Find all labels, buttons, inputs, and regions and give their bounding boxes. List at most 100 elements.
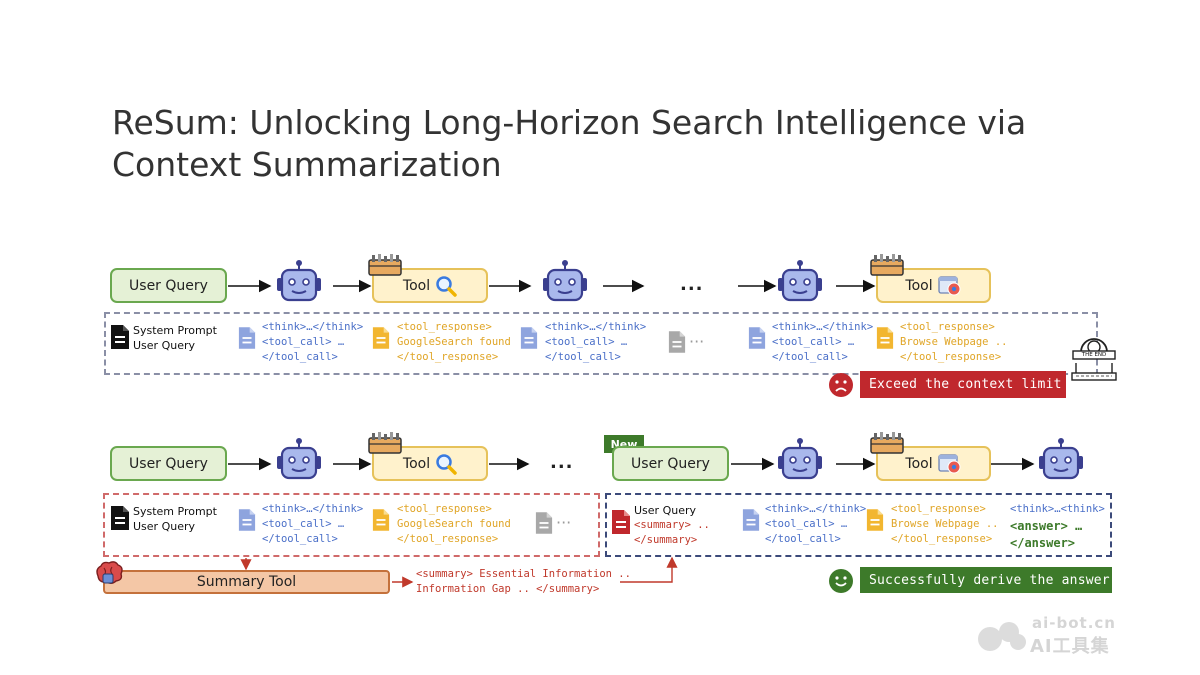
robot-icon bbox=[277, 260, 321, 302]
robot-icon bbox=[277, 438, 321, 480]
answer-end-text: </answer> bbox=[1010, 536, 1076, 550]
answer-think-text: <think>…<think> bbox=[1010, 503, 1105, 515]
summary-tool-label: Summary Tool bbox=[196, 574, 297, 590]
user-query-text: User Query bbox=[634, 504, 696, 517]
brain-icon bbox=[96, 561, 123, 584]
tool-call-end-text: </tool_call> bbox=[545, 351, 621, 363]
document-icon bbox=[866, 509, 884, 531]
tool-call-end-text: </tool_call> bbox=[262, 351, 338, 363]
context-panel-before-summary bbox=[103, 493, 600, 557]
ellipsis: ... bbox=[680, 274, 704, 295]
user-query-label: User Query bbox=[129, 277, 208, 294]
watermark-line2: AI工具集 bbox=[1030, 636, 1110, 657]
success-text: Successfully derive the answer bbox=[869, 572, 1110, 588]
document-icon bbox=[668, 331, 686, 353]
tool-label: Tool bbox=[402, 277, 431, 294]
think-text: <think>…</think> bbox=[262, 503, 364, 515]
tool-response-end-text: </tool_response> bbox=[891, 533, 993, 545]
document-icon bbox=[876, 327, 894, 349]
summary-output-block: <summary> Essential Information .. Infor… bbox=[416, 567, 631, 597]
answer-block: <think>…<think> <answer> … </answer> bbox=[1010, 502, 1105, 551]
document-icon bbox=[111, 325, 129, 349]
tool-label: Tool bbox=[402, 455, 431, 472]
browser-icon bbox=[937, 275, 961, 295]
summary-context-block: User Query <summary> .. </summary> bbox=[634, 503, 710, 548]
sad-face-icon bbox=[829, 373, 853, 397]
document-icon bbox=[238, 327, 256, 349]
tool-response-text: <tool_response> bbox=[397, 503, 492, 515]
toolbox-icon bbox=[368, 254, 402, 276]
user-query-label: User Query bbox=[129, 455, 208, 472]
robot-icon bbox=[1039, 438, 1083, 480]
think-text: <think>…</think> bbox=[772, 321, 874, 333]
document-icon bbox=[748, 327, 766, 349]
summary-text: <summary> .. bbox=[634, 519, 710, 531]
page-title: ReSum: Unlocking Long-Horizon Search Int… bbox=[112, 103, 1027, 184]
tool-response-end-text: </tool_response> bbox=[397, 351, 499, 363]
user-query-text: User Query bbox=[133, 520, 195, 533]
robot-icon bbox=[778, 260, 822, 302]
tool-call-text: <tool_call> … bbox=[772, 336, 855, 348]
watermark-logo-icon bbox=[978, 622, 1026, 651]
summary-essential-text: <summary> Essential Information .. bbox=[416, 568, 631, 580]
user-query-box: User Query bbox=[110, 446, 227, 481]
context-panel-after-summary bbox=[605, 493, 1112, 557]
ellipsis-doc: ··· bbox=[689, 332, 705, 351]
tool-response-end-text: </tool_response> bbox=[397, 533, 499, 545]
system-prompt-block: System Prompt User Query bbox=[133, 504, 217, 534]
tool-response-block: <tool_response> Browse Webpage .. </tool… bbox=[900, 320, 1007, 365]
think-text: <think>…</think> bbox=[262, 321, 364, 333]
tool-call-end-text: </tool_call> bbox=[765, 533, 841, 545]
google-search-text: GoogleSearch found bbox=[397, 336, 511, 348]
user-query-box: User Query bbox=[110, 268, 227, 303]
tool-call-text: <tool_call> … bbox=[545, 336, 628, 348]
think-block: <think>…</think> <tool_call> … </tool_ca… bbox=[765, 502, 866, 547]
system-prompt-text: System Prompt bbox=[133, 324, 217, 337]
think-block: <think>…</think> <tool_call> … </tool_ca… bbox=[545, 320, 646, 365]
tool-label: Tool bbox=[905, 277, 933, 294]
think-text: <think>…</think> bbox=[765, 503, 867, 515]
exceed-context-banner: Exceed the context limit bbox=[860, 371, 1066, 398]
tool-box-google-search: Tool bbox=[372, 446, 488, 481]
tool-label: Tool bbox=[905, 455, 933, 472]
user-query-text: User Query bbox=[133, 339, 195, 352]
document-icon bbox=[612, 510, 630, 534]
document-icon bbox=[238, 509, 256, 531]
think-block: <think>…</think> <tool_call> … </tool_ca… bbox=[262, 502, 363, 547]
answer-text: <answer> … bbox=[1010, 519, 1083, 533]
system-prompt-block: System Prompt User Query bbox=[133, 323, 217, 353]
tool-response-text: <tool_response> bbox=[397, 321, 492, 333]
tool-response-text: <tool_response> bbox=[900, 321, 995, 333]
watermark-line1: ai-bot.cn bbox=[1032, 614, 1116, 632]
browser-icon bbox=[937, 453, 961, 473]
google-search-text: GoogleSearch found bbox=[397, 518, 511, 530]
tool-call-end-text: </tool_call> bbox=[772, 351, 848, 363]
tool-response-block: <tool_response> Browse Webpage .. </tool… bbox=[891, 502, 998, 547]
tool-call-text: <tool_call> … bbox=[262, 518, 345, 530]
browse-webpage-text: Browse Webpage .. bbox=[891, 518, 999, 530]
search-icon bbox=[436, 275, 457, 297]
browse-webpage-text: Browse Webpage .. bbox=[900, 336, 1008, 348]
tool-response-end-text: </tool_response> bbox=[900, 351, 1002, 363]
summary-tool-box: Summary Tool bbox=[103, 570, 390, 594]
summary-end-text: </summary> bbox=[634, 534, 698, 546]
the-end-icon bbox=[1071, 338, 1117, 381]
document-icon bbox=[520, 327, 538, 349]
summary-return-arrow bbox=[620, 556, 678, 583]
search-icon bbox=[436, 453, 457, 475]
tool-response-block: <tool_response> GoogleSearch found </too… bbox=[397, 502, 511, 547]
summary-gap-text: Information Gap .. </summary> bbox=[416, 583, 600, 595]
robot-icon bbox=[543, 260, 587, 302]
the-end-text: THE END bbox=[1081, 352, 1107, 358]
smiley-face-icon bbox=[829, 569, 853, 593]
toolbox-icon bbox=[870, 254, 904, 276]
ellipsis: ... bbox=[550, 452, 574, 473]
user-query-label: User Query bbox=[631, 455, 710, 472]
tool-call-text: <tool_call> … bbox=[765, 518, 848, 530]
the-end-sign: THE END bbox=[1070, 337, 1118, 383]
document-icon bbox=[535, 512, 553, 534]
success-banner: Successfully derive the answer bbox=[860, 567, 1112, 593]
new-user-query-box: User Query bbox=[612, 446, 729, 481]
system-prompt-text: System Prompt bbox=[133, 505, 217, 518]
